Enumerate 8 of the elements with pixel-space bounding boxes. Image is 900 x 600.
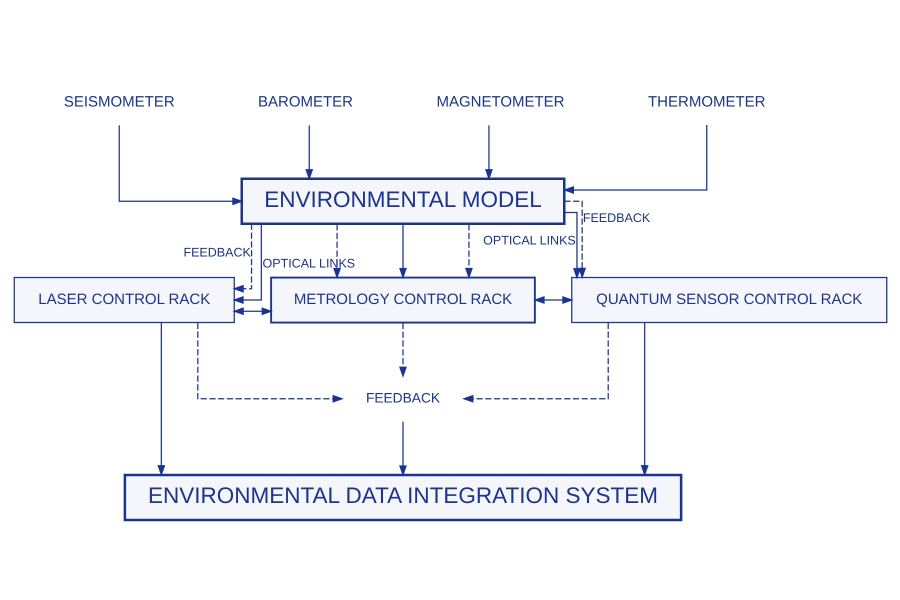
edge-label: OPTICAL LINKS <box>482 233 576 248</box>
edge-label: FEEDBACK <box>582 211 650 226</box>
node-text: MAGNETOMETER <box>436 93 564 110</box>
node-text: BAROMETER <box>257 93 353 110</box>
edge-label: FEEDBACK <box>182 246 250 260</box>
node-text: FEEDBACK <box>365 390 440 406</box>
node-text: THERMOMETER <box>648 93 765 110</box>
node-text: SEISMOMETER <box>63 93 174 110</box>
